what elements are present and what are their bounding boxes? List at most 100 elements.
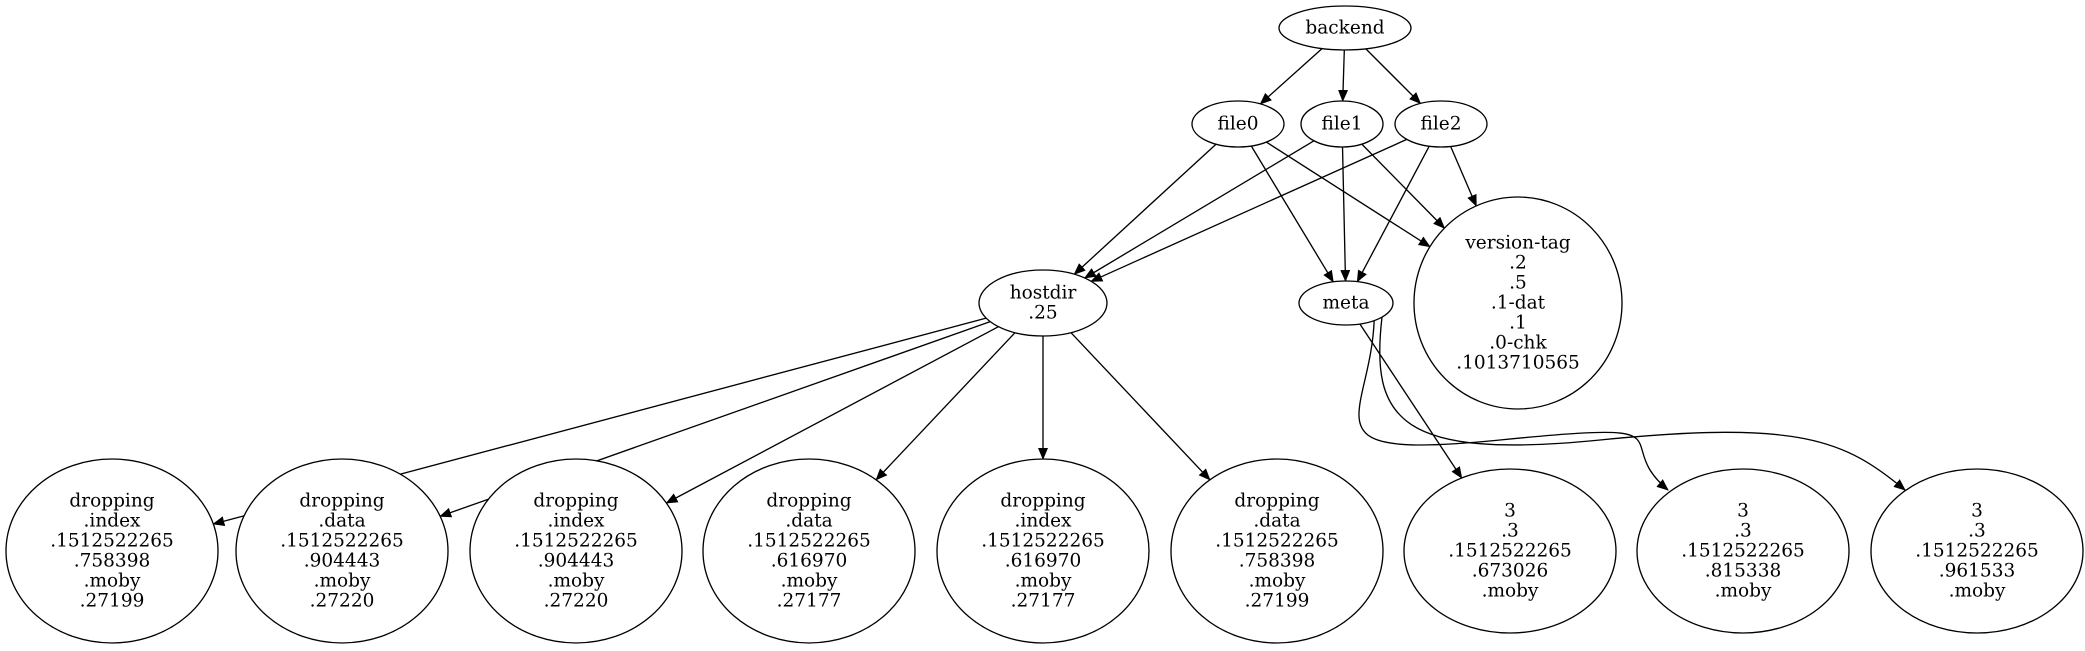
node-d1-label-line: .moby — [84, 571, 141, 592]
node-d6-label-line: .1512522265 — [1215, 531, 1339, 552]
node-m2-label-line: .moby — [1715, 581, 1772, 602]
node-m1-label-line: .673026 — [1472, 561, 1549, 582]
node-d2-ellipse — [235, 458, 449, 644]
node-m1-label-line: 3 — [1504, 501, 1516, 522]
node-m1: 3.3.1512522265.673026.moby — [1403, 468, 1617, 634]
edge-file2-to-version-tag — [1450, 146, 1477, 207]
node-d6-label-line: .moby — [1249, 571, 1306, 592]
node-m1-label-line: .moby — [1482, 581, 1539, 602]
node-meta: meta — [1298, 280, 1394, 326]
edge-file1-to-meta — [1340, 146, 1351, 283]
node-d3: dropping.index.1512522265.904443.moby.27… — [469, 458, 683, 644]
node-version-tag: version-tag.2.5.1-dat.1.0-chk.1013710565 — [1413, 196, 1623, 410]
node-d6-label-line: .data — [1253, 511, 1300, 532]
edge-backend-to-file0 — [1259, 48, 1323, 105]
node-version-tag-label-line: .2 — [1509, 253, 1527, 274]
node-file0: file0 — [1191, 100, 1285, 148]
edge-backend-to-file2 — [1365, 48, 1422, 105]
node-m2-label-line: 3 — [1737, 501, 1749, 522]
node-m2-label-line: .3 — [1734, 521, 1752, 542]
node-file1: file1 — [1300, 100, 1384, 148]
node-version-tag-ellipse — [1413, 196, 1623, 410]
node-d2-label-line: .data — [318, 511, 365, 532]
edge-file1-to-hostdir — [1083, 140, 1315, 279]
node-backend-label-line: backend — [1305, 18, 1384, 39]
node-d3-label-line: .moby — [548, 571, 605, 592]
node-file1-ellipse — [1300, 100, 1384, 148]
node-d1-label-line: dropping — [69, 491, 154, 512]
node-d5-label-line: dropping — [1000, 491, 1085, 512]
node-m3-label-line: .961533 — [1939, 561, 2016, 582]
node-m3: 3.3.1512522265.961533.moby — [1870, 468, 2084, 634]
edge-file0-to-hostdir — [1073, 143, 1217, 275]
node-backend: backend — [1278, 5, 1412, 51]
node-m3-label-line: .1512522265 — [1915, 541, 2039, 562]
node-d2-label-line: .moby — [314, 571, 371, 592]
node-d1-label-line: .758398 — [74, 551, 151, 572]
node-d1-label-line: .index — [84, 511, 142, 532]
node-d2: dropping.data.1512522265.904443.moby.272… — [235, 458, 449, 644]
node-m1-ellipse — [1403, 468, 1617, 634]
node-backend-ellipse — [1278, 5, 1412, 51]
edge-hostdir-to-d6 — [1070, 332, 1211, 481]
node-file0-ellipse — [1191, 100, 1285, 148]
node-hostdir-label-line: .25 — [1028, 303, 1057, 324]
node-d4: dropping.data.1512522265.616970.moby.271… — [702, 458, 916, 644]
node-m3-label-line: 3 — [1971, 501, 1983, 522]
node-d5-label-line: .616970 — [1005, 551, 1082, 572]
node-version-tag-label-line: .1013710565 — [1456, 353, 1580, 374]
node-d1-label-line: .1512522265 — [50, 531, 174, 552]
edge-hostdir-to-d3 — [665, 326, 999, 504]
edge-backend-to-file1 — [1338, 49, 1349, 103]
edge-hostdir-to-d4 — [875, 332, 1016, 481]
node-meta-ellipse — [1298, 280, 1394, 326]
node-d6-label-line: dropping — [1234, 491, 1319, 512]
node-d5-label-line: .27177 — [1011, 591, 1076, 612]
node-d5-label-line: .index — [1015, 511, 1073, 532]
edge-file0-to-version-tag — [1265, 141, 1431, 248]
node-version-tag-label-line: version-tag — [1464, 233, 1570, 254]
node-m2-label-line: .1512522265 — [1681, 541, 1805, 562]
node-d3-label-line: .27220 — [544, 591, 609, 612]
edge-file2-to-hostdir — [1090, 138, 1408, 282]
node-d2-label-line: .27220 — [310, 591, 375, 612]
node-file1-label-line: file1 — [1322, 114, 1363, 135]
node-d1-label-line: .27199 — [80, 591, 145, 612]
node-d2-label-line: .1512522265 — [280, 531, 404, 552]
node-d2-label-line: dropping — [299, 491, 384, 512]
node-d4-label-line: dropping — [766, 491, 851, 512]
node-d6-label-line: .27199 — [1245, 591, 1310, 612]
node-d5-ellipse — [936, 458, 1150, 644]
node-hostdir-ellipse — [978, 269, 1108, 337]
node-d2-label-line: .904443 — [304, 551, 381, 572]
node-d4-label-line: .1512522265 — [747, 531, 871, 552]
node-d6: dropping.data.1512522265.758398.moby.271… — [1170, 458, 1384, 644]
edge-file2-to-meta — [1356, 145, 1430, 283]
node-d3-ellipse — [469, 458, 683, 644]
node-d6-ellipse — [1170, 458, 1384, 644]
edge-meta-to-m3 — [1379, 317, 1906, 491]
node-m3-ellipse — [1870, 468, 2084, 634]
node-d1-ellipse — [5, 458, 219, 644]
edge-file1-to-version-tag — [1361, 143, 1446, 229]
edge-meta-to-m2 — [1358, 320, 1669, 491]
node-d4-label-line: .moby — [781, 571, 838, 592]
node-d4-label-line: .616970 — [771, 551, 848, 572]
node-m3-label-line: .moby — [1949, 581, 2006, 602]
node-d3-label-line: dropping — [533, 491, 618, 512]
node-m1-label-line: .3 — [1501, 521, 1519, 542]
edge-file0-to-meta — [1250, 145, 1334, 283]
node-file0-label-line: file0 — [1218, 114, 1259, 135]
node-d5-label-line: .moby — [1015, 571, 1072, 592]
edge-meta-to-m1 — [1359, 323, 1463, 479]
node-file2-label-line: file2 — [1421, 114, 1462, 135]
node-d3-label-line: .904443 — [538, 551, 615, 572]
node-d1: dropping.index.1512522265.758398.moby.27… — [5, 458, 219, 644]
node-file2-ellipse — [1394, 100, 1488, 148]
node-m2: 3.3.1512522265.815338.moby — [1636, 468, 1850, 634]
node-version-tag-label-line: .1-dat — [1491, 293, 1546, 314]
node-d6-label-line: .758398 — [1239, 551, 1316, 572]
node-m3-label-line: .3 — [1968, 521, 1986, 542]
